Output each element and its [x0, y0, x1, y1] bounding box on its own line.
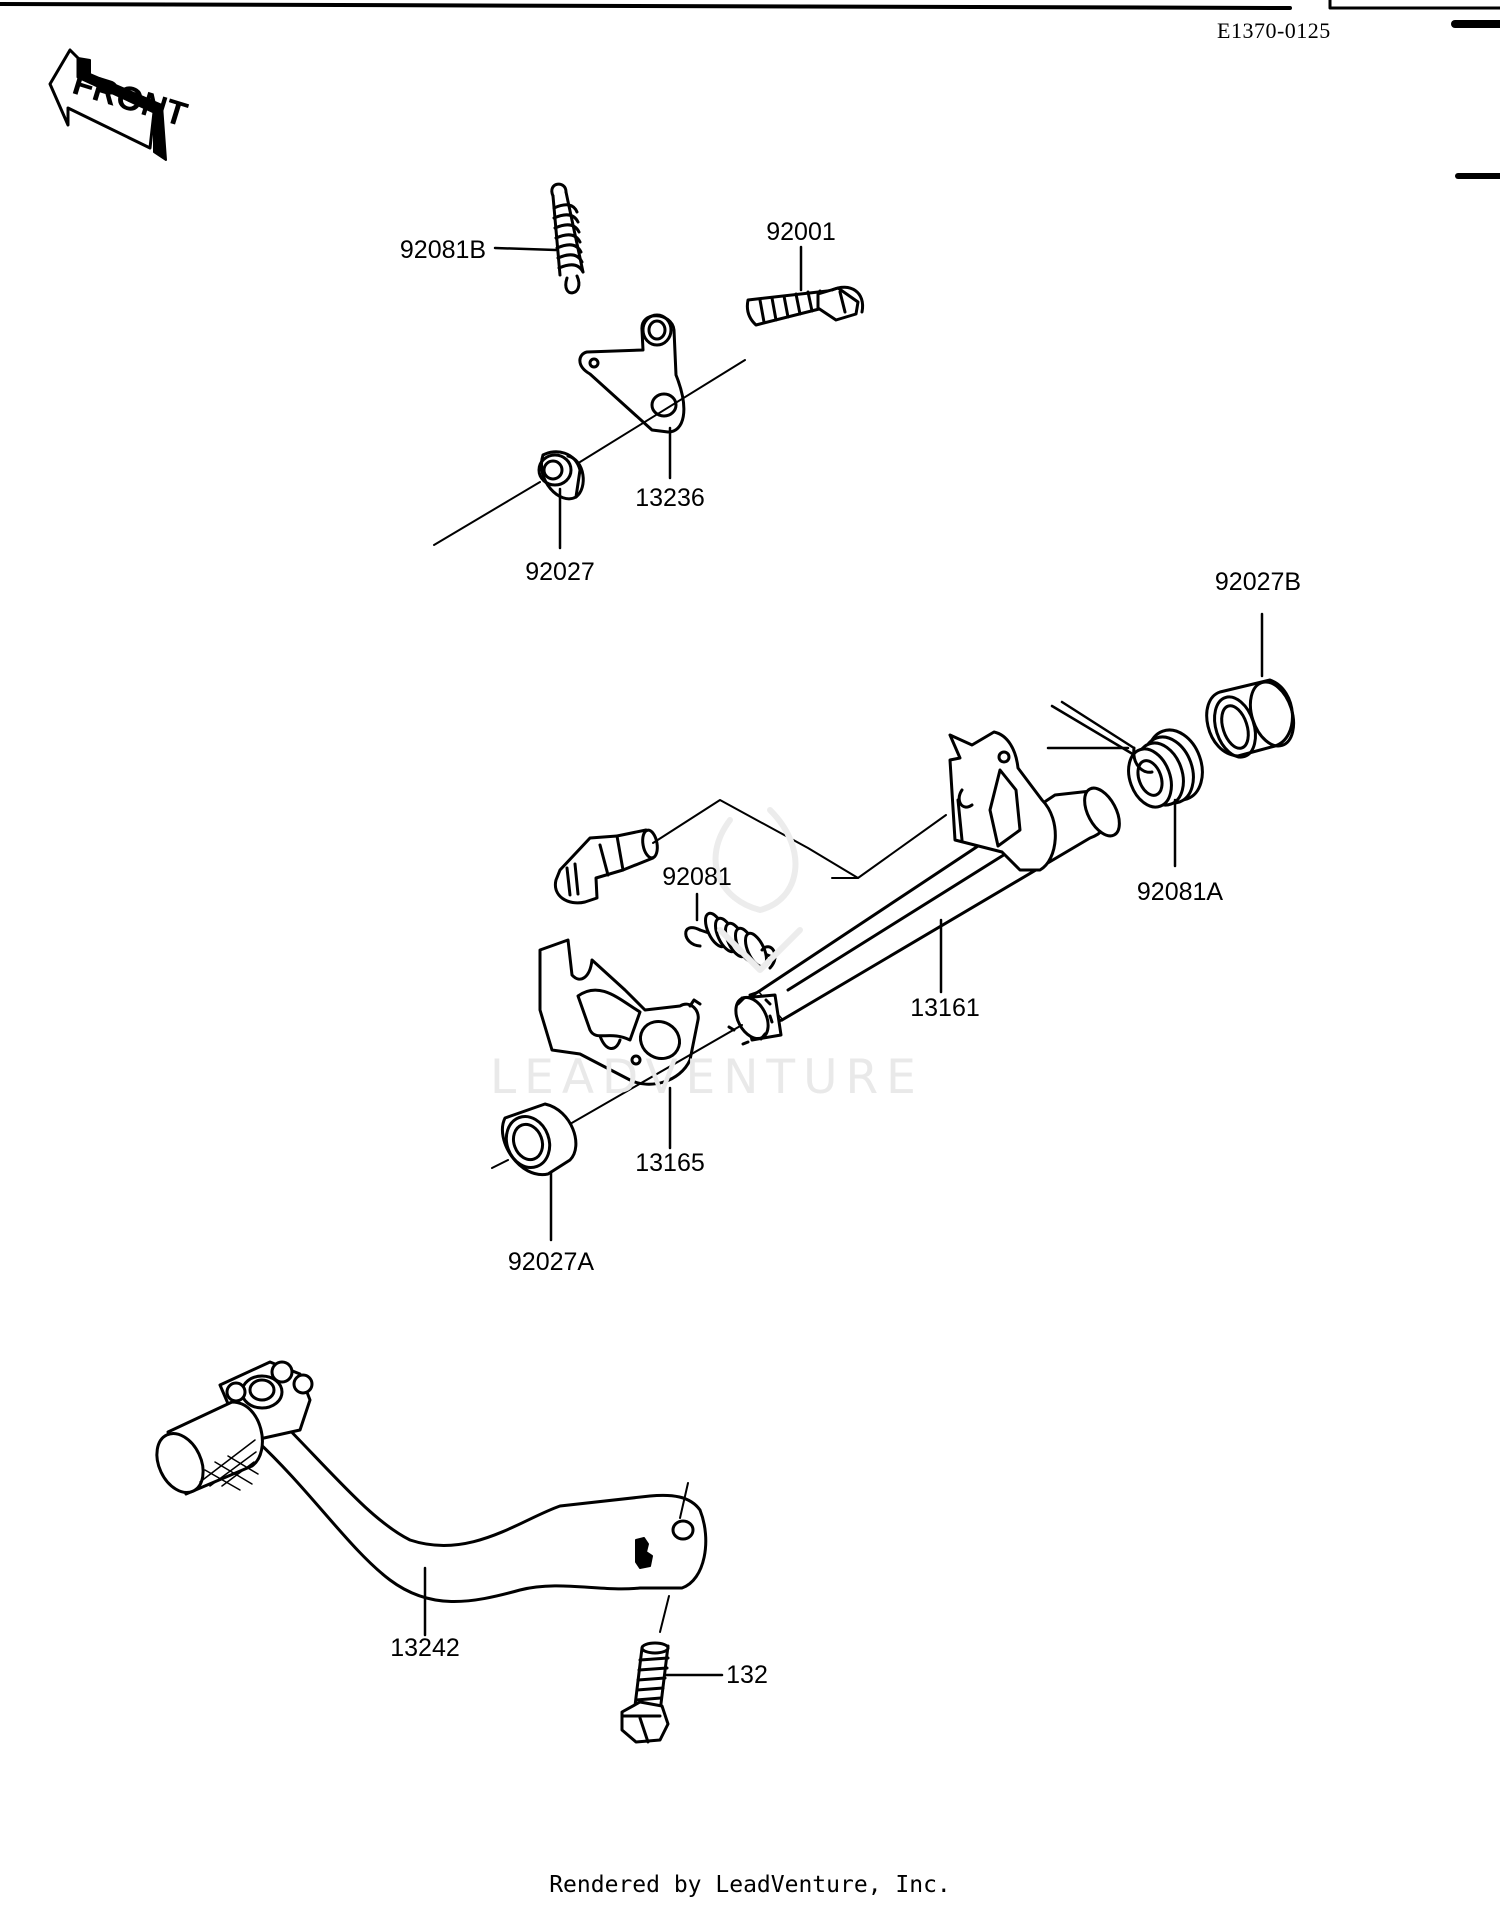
callout-92001: 92001 — [766, 218, 836, 246]
bolt-92001-drawing — [745, 285, 865, 327]
assembly-axis-pin-2 — [831, 814, 947, 879]
shaft-pin-drawing — [553, 828, 659, 905]
bolt-132-drawing — [620, 1641, 670, 1744]
assembly-axis-line-top-2 — [579, 359, 746, 463]
callout-13242: 13242 — [390, 1634, 460, 1662]
watermark-logo — [712, 807, 803, 973]
callout-13165: 13165 — [635, 1149, 705, 1177]
collar-92027b-drawing — [1205, 678, 1296, 759]
collar-92027a-drawing — [500, 1102, 578, 1177]
leader-92081b — [493, 246, 558, 252]
callout-92027b: 92027B — [1214, 568, 1302, 596]
assembly-axis-mid-1 — [491, 1159, 509, 1169]
callout-92027a: 92027A — [507, 1248, 595, 1276]
callout-132: 132 — [726, 1661, 768, 1689]
assembly-axis-mid-2 — [569, 1024, 743, 1125]
assembly-axis-pedal-bottom — [659, 1595, 670, 1633]
callout-92081: 92081 — [662, 863, 732, 891]
callout-92081b: 92081B — [399, 236, 487, 264]
shift-pedal-13242-drawing — [155, 1360, 708, 1603]
shift-arm-13165-drawing — [538, 938, 702, 1086]
return-spring-92081a-drawing — [1046, 700, 1204, 809]
front-arrow-icon: FRONT — [48, 48, 192, 161]
assembly-axis-pin — [652, 799, 859, 879]
callout-13236: 13236 — [635, 484, 705, 512]
callout-13161: 13161 — [910, 994, 980, 1022]
collar-92027-drawing — [537, 450, 585, 501]
assembly-axis-pedal-top — [679, 1482, 689, 1519]
watermark-text: LEADVENTURE — [490, 1050, 924, 1105]
callout-92027: 92027 — [525, 558, 595, 586]
diagram-code: E1370-0125 — [1217, 18, 1331, 43]
callout-92081a: 92081A — [1136, 878, 1224, 906]
assembly-axis-line-top — [433, 481, 541, 546]
spring-92081b-drawing — [550, 182, 585, 295]
footer-credit: Rendered by LeadVenture, Inc. — [549, 1872, 951, 1898]
page-border — [0, 0, 1500, 179]
shift-shaft-13161-drawing — [727, 730, 1121, 1046]
stopper-13236-drawing — [578, 313, 686, 434]
